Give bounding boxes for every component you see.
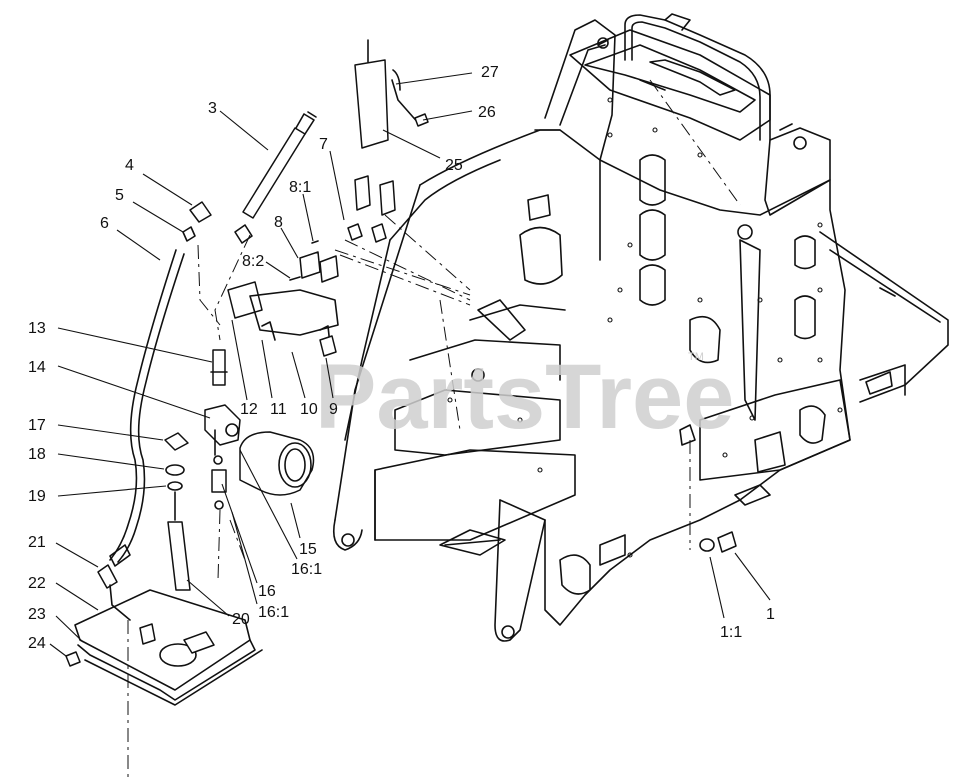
callout-11: 11 xyxy=(270,401,287,418)
callout-7: 7 xyxy=(319,136,328,153)
lower-arm xyxy=(494,499,546,642)
elbow-part-9 xyxy=(319,335,337,357)
callout-26: 26 xyxy=(478,104,496,121)
callout-27: 27 xyxy=(481,64,499,81)
watermark-text: PartsTree xyxy=(315,346,734,448)
callout-16-1-b: 16:1 xyxy=(258,604,289,621)
pin-part-26 xyxy=(391,79,421,126)
hose-fitting-a xyxy=(354,175,371,211)
plug-part-1 xyxy=(717,531,737,553)
callout-12: 12 xyxy=(240,401,258,418)
bracket-part-11 xyxy=(249,289,339,336)
left-tower xyxy=(544,19,616,261)
callout-14: 14 xyxy=(28,359,46,376)
callout-17: 17 xyxy=(28,417,46,434)
fitting-part-12 xyxy=(227,281,263,319)
frame-assembly xyxy=(332,13,949,642)
callout-23: 23 xyxy=(28,606,46,623)
oring-part-1-1 xyxy=(699,538,715,552)
filter-group xyxy=(164,404,315,591)
gasket-part-23 xyxy=(77,639,256,701)
front-arm-top xyxy=(419,129,561,186)
callout-8-1: 8:1 xyxy=(289,179,311,196)
callout-25: 25 xyxy=(445,157,463,174)
screw-part-24 xyxy=(65,651,81,667)
fitting-part-21 xyxy=(97,564,118,589)
fitting-part-7 xyxy=(347,223,363,241)
tank-cover-group xyxy=(65,589,263,780)
callout-10: 10 xyxy=(300,401,318,418)
deck-plate xyxy=(819,231,949,403)
callout-1: 1 xyxy=(766,606,775,623)
callout-19: 19 xyxy=(28,488,46,505)
guard-part-25 xyxy=(354,59,389,149)
callout-4: 4 xyxy=(125,157,134,174)
callout-16-1-a: 16:1 xyxy=(291,561,322,578)
callout-21: 21 xyxy=(28,534,46,551)
oil-filter-part-15 xyxy=(239,431,315,496)
frame-holes xyxy=(447,97,843,558)
tube-part-3 xyxy=(242,127,306,219)
strainer-part-20 xyxy=(167,521,191,591)
cap-part-4 xyxy=(189,201,212,223)
plug-group xyxy=(699,531,737,553)
fitting-part-8 xyxy=(299,251,321,279)
callout-22: 22 xyxy=(28,575,46,592)
dipstick-tube-group xyxy=(97,111,317,621)
callout-16: 16 xyxy=(258,583,276,600)
fitting-group xyxy=(227,39,471,357)
callout-1-1: 1:1 xyxy=(720,624,742,641)
callout-20: 20 xyxy=(232,611,250,628)
callout-8: 8 xyxy=(274,214,283,231)
callout-labels: 27 26 25 3 4 5 6 7 8:1 8 8:2 13 14 12 11… xyxy=(28,64,775,652)
callout-9: 9 xyxy=(329,401,338,418)
callout-6: 6 xyxy=(100,215,109,232)
hose-fitting-b xyxy=(379,180,396,216)
leader-lines xyxy=(49,72,771,657)
callout-13: 13 xyxy=(28,320,46,337)
callout-18: 18 xyxy=(28,446,46,463)
fitting-part-13 xyxy=(212,349,226,386)
oring-part-8-2 xyxy=(289,276,301,281)
washer-part-19 xyxy=(167,481,183,491)
roll-bar xyxy=(624,14,771,141)
callout-15: 15 xyxy=(299,541,317,558)
right-upright xyxy=(764,127,831,216)
hose-part-6 xyxy=(109,249,177,561)
callout-5: 5 xyxy=(115,187,124,204)
filter-head-part-14 xyxy=(204,404,241,446)
callout-3: 3 xyxy=(208,100,217,117)
cap-part-17 xyxy=(164,432,189,451)
oring-part-8-1 xyxy=(311,240,319,244)
oring-part-18 xyxy=(165,464,185,476)
watermark-trademark: TM xyxy=(688,351,704,363)
callout-24: 24 xyxy=(28,635,46,652)
callout-8-2: 8:2 xyxy=(242,253,264,270)
clip-part-27 xyxy=(392,69,401,91)
